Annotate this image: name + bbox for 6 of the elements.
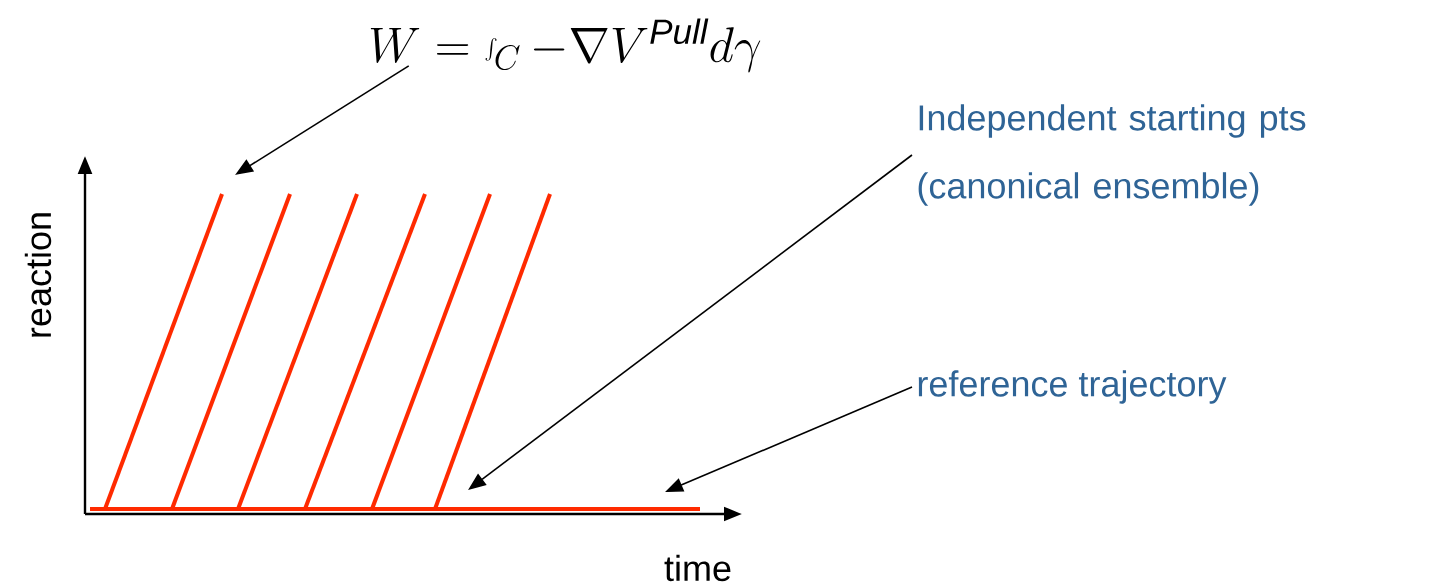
axis-label: reaction [24, 213, 52, 337]
formula: $W = \int_C -\nabla V^{\mathit{Pull}} d\gamma$ [370, 18, 761, 73]
axis-label: time [664, 554, 731, 582]
leader-arrow [468, 154, 913, 490]
annotation-text: Independent starting pts (canonical ensemble) [918, 104, 1306, 206]
annotation-text: reference trajectory [918, 370, 1227, 404]
